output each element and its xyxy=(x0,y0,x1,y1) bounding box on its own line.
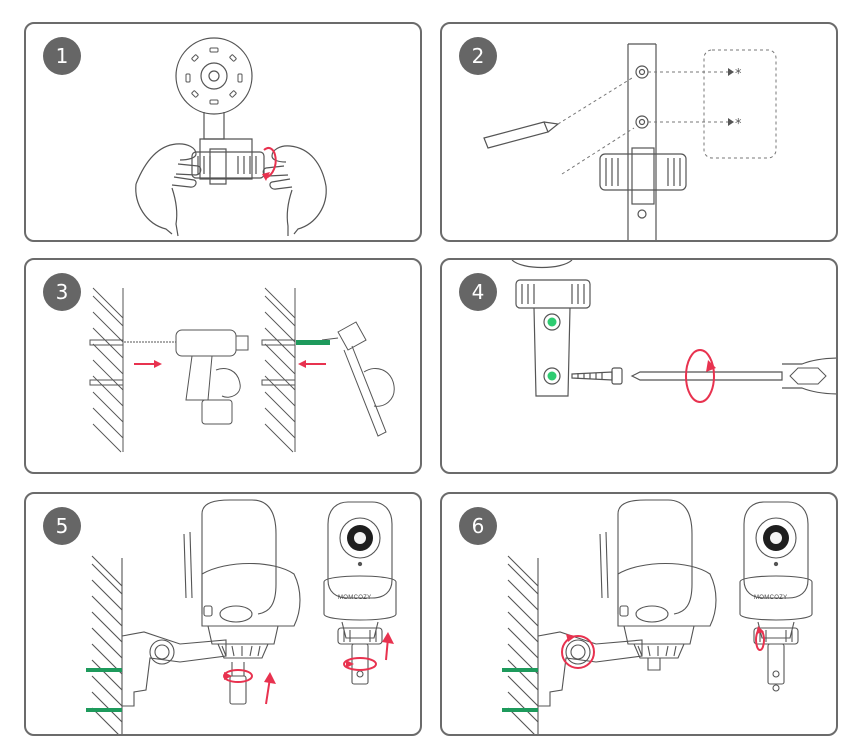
step-2-illustration: * * xyxy=(483,43,777,240)
step-4-illustration xyxy=(511,260,836,403)
step-5-panel: 5 xyxy=(24,492,422,736)
step-6-illustration: MOMCOZY xyxy=(502,499,813,734)
step-number-badge: 1 xyxy=(43,37,81,75)
mark-point-a-label: * xyxy=(735,67,742,82)
camera-brand-label: MOMCOZY xyxy=(338,595,371,601)
step-5-illustration: MOMCOZY xyxy=(86,499,397,734)
step-number-badge: 5 xyxy=(43,507,81,545)
step-number-badge: 6 xyxy=(459,507,497,545)
step-3-panel: 3 xyxy=(24,258,422,474)
step-6-panel: 6 xyxy=(440,492,838,736)
step-number-badge: 4 xyxy=(459,273,497,311)
step-number-badge: 2 xyxy=(459,37,497,75)
mark-point-b-label: * xyxy=(735,117,742,132)
step-3-illustration xyxy=(89,287,395,453)
camera-brand-label: MOMCOZY xyxy=(754,595,787,601)
step-2-panel: 2 * * xyxy=(440,22,838,242)
step-number-badge: 3 xyxy=(43,273,81,311)
step-4-panel: 4 xyxy=(440,258,838,474)
step-1-illustration xyxy=(135,37,327,237)
step-1-panel: 1 xyxy=(24,22,422,242)
